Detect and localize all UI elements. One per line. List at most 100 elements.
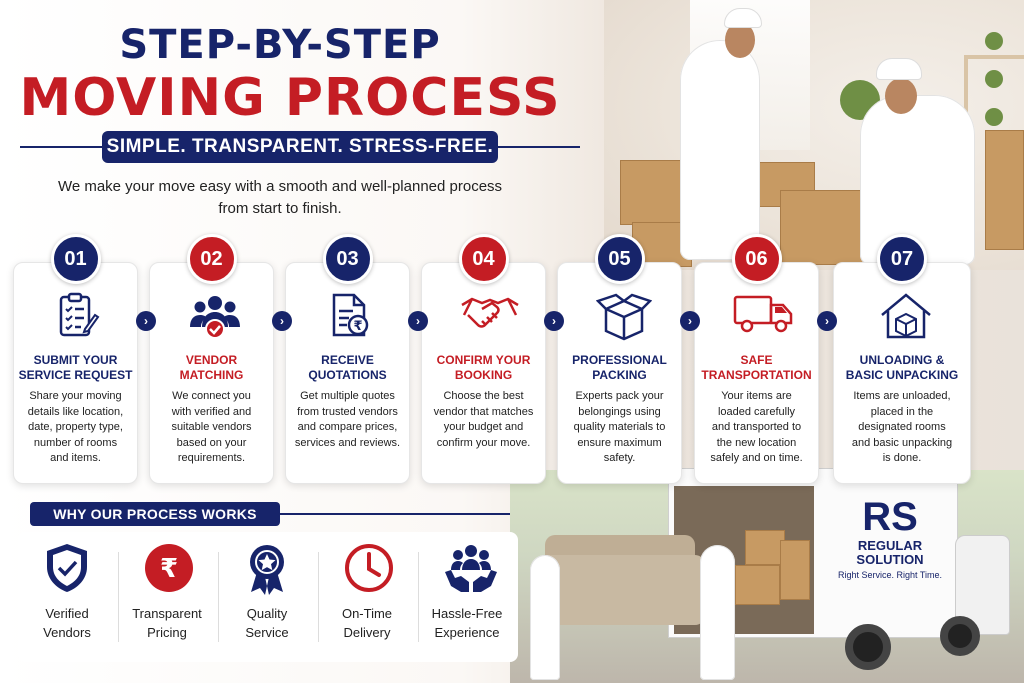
- chevron-right-icon: ›: [272, 311, 292, 331]
- people-check-icon: [188, 291, 240, 341]
- truck-cab: [955, 535, 1010, 635]
- open-box-icon: [595, 291, 652, 341]
- sofa: [535, 555, 705, 625]
- house-box-icon: [878, 291, 931, 341]
- clipboard-checklist-icon: [52, 291, 102, 341]
- step-description-line: and transported to: [711, 421, 802, 433]
- step-title-line2: SERVICE REQUEST: [18, 368, 133, 382]
- why-item-label-line2: Vendors: [43, 625, 91, 640]
- step-number-badge: 02: [186, 234, 237, 284]
- step-description-line: is done.: [882, 452, 922, 464]
- svg-text:₹: ₹: [160, 554, 178, 584]
- chevron-right-icon: ›: [544, 311, 564, 331]
- why-item-label-line1: Quality: [246, 606, 288, 621]
- tagline: SIMPLE. TRANSPARENT. STRESS-FREE.: [102, 131, 498, 163]
- step-description-line: Experts pack your: [575, 390, 664, 402]
- page-title-line1: STEP-BY-STEP: [119, 22, 441, 68]
- step-description-line: Choose the best: [443, 390, 524, 402]
- step-description-line: and compare prices,: [297, 421, 398, 433]
- step-title-line1: VENDOR: [185, 353, 238, 367]
- why-item-label-line2: Pricing: [147, 625, 187, 640]
- why-item-label-line2: Experience: [434, 625, 500, 640]
- page-title-line2: MOVING PROCESS: [19, 68, 561, 128]
- truck-wheel: [845, 624, 891, 670]
- intro-line: We make your move easy with a smooth and…: [57, 178, 503, 195]
- step-title-line2: TRANSPORTATION: [701, 368, 812, 382]
- why-divider-vertical: [318, 552, 319, 642]
- step-description: Get multiple quotes from trusted vendors a…: [294, 389, 401, 451]
- tagline-divider: [498, 146, 580, 148]
- why-item-label-line1: Verified: [45, 606, 89, 621]
- step-description-line: vendor that matches: [433, 405, 534, 418]
- step-description-line: Items are unloaded,: [853, 390, 951, 402]
- step-description-line: with verified and: [171, 405, 252, 418]
- step-description-line: Get multiple quotes: [300, 390, 395, 402]
- moving-box: [780, 540, 810, 600]
- truck-icon: [733, 291, 792, 341]
- rupee-document-icon: ₹: [324, 291, 374, 341]
- step-number-badge: 04: [458, 234, 509, 284]
- step-title-line2: MATCHING: [179, 368, 244, 382]
- why-divider-vertical: [118, 552, 119, 642]
- moving-box: [985, 130, 1024, 250]
- step-description-line: date, property type,: [28, 421, 123, 433]
- brand-name-line1: REGULAR: [857, 538, 923, 553]
- step-description-line: and basic unpacking: [851, 436, 953, 449]
- chevron-right-icon: ›: [680, 311, 700, 331]
- hands-people-icon: [443, 542, 497, 594]
- step-title-line2: PACKING: [592, 368, 647, 382]
- truck-brand-logo: RS REGULAR SOLUTION Right Service. Right…: [830, 495, 950, 581]
- mover-cap: [724, 8, 762, 28]
- step-title: UNLOADING &BASIC UNPACKING: [838, 353, 966, 383]
- why-item-label-line1: On-Time: [341, 606, 393, 621]
- step-description-line: your budget and: [443, 421, 524, 433]
- step-number-badge: 05: [594, 234, 645, 284]
- step-description-line: Your items are: [721, 390, 792, 402]
- mover-carrying-sofa: [700, 545, 735, 680]
- mover-carrying-sofa: [530, 555, 560, 680]
- chevron-right-icon: ›: [136, 311, 156, 331]
- handshake-icon: [460, 291, 519, 341]
- award-badge-icon: [243, 542, 291, 595]
- mover-cap: [876, 58, 922, 80]
- step-card-07: UNLOADING &BASIC UNPACKING Items are unlo…: [833, 262, 971, 484]
- step-description-line: suitable vendors: [171, 421, 252, 433]
- shield-check-icon: [43, 542, 91, 594]
- step-title-line1: SAFE: [740, 353, 773, 367]
- potted-plant: [985, 32, 1003, 50]
- step-description-line: ensure maximum: [577, 436, 662, 449]
- why-item-label-line2: Service: [245, 625, 289, 640]
- step-description-line: quality materials to: [573, 421, 666, 433]
- why-divider-vertical: [418, 552, 419, 642]
- step-description-line: safety.: [603, 452, 636, 464]
- clock-icon: [343, 542, 393, 594]
- step-description-line: from trusted vendors: [297, 405, 398, 418]
- step-title-line1: PROFESSIONAL: [572, 353, 667, 367]
- step-description-line: Share your moving: [29, 390, 122, 402]
- step-title-line1: UNLOADING &: [859, 353, 945, 367]
- step-description-line: number of rooms: [33, 436, 118, 449]
- truck-wheel: [940, 616, 980, 656]
- step-title-line2: QUOTATIONS: [308, 368, 387, 382]
- step-title-line1: RECEIVE: [321, 353, 374, 367]
- moving-box: [735, 565, 780, 605]
- chevron-right-icon: ›: [817, 311, 837, 331]
- step-description-line: placed in the: [870, 405, 934, 418]
